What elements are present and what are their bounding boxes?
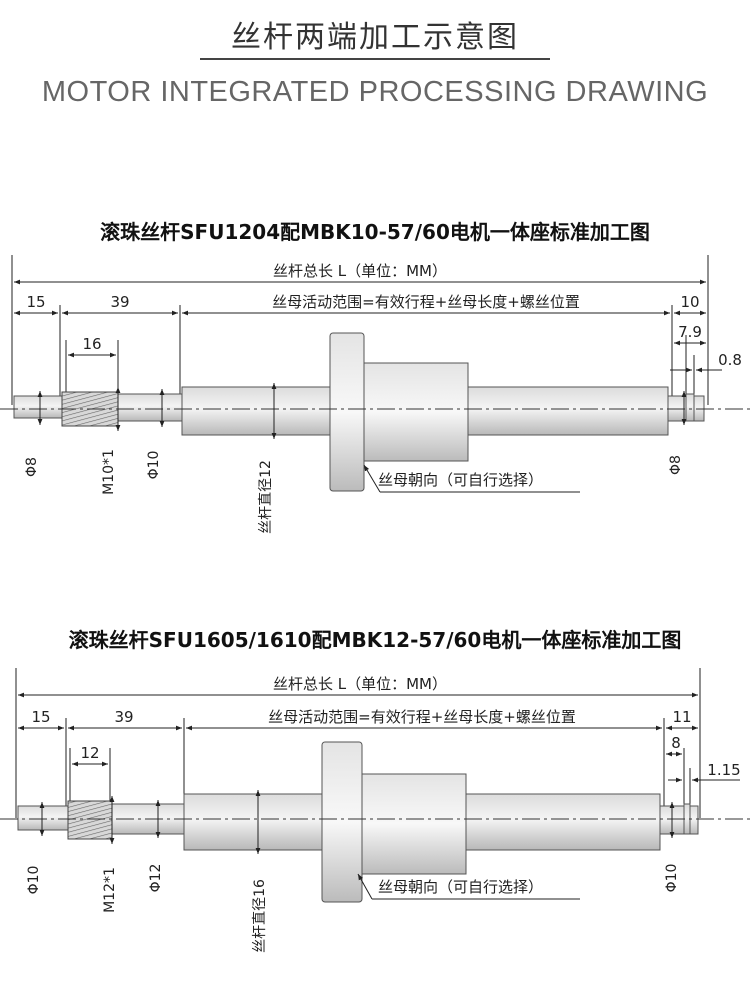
nut-direction-label: 丝母朝向（可自行选择） bbox=[378, 471, 543, 489]
dia-right: Φ8 bbox=[668, 455, 684, 475]
dia-left: Φ10 bbox=[26, 866, 42, 895]
dim-right-a: 10 bbox=[680, 293, 699, 311]
dim-15: 15 bbox=[31, 708, 50, 726]
dim-39: 39 bbox=[114, 708, 133, 726]
diagram-1-drawing: 丝杆总长 L（单位：MM） 15 39 丝母活动范围=有效行程+丝母长度+螺丝位… bbox=[0, 255, 750, 534]
dim-right-a: 11 bbox=[672, 708, 691, 726]
dim-right-b: 7.9 bbox=[678, 323, 702, 341]
thread-spec: M12*1 bbox=[102, 867, 118, 913]
dia-right: Φ10 bbox=[664, 864, 680, 893]
dia-mid: Φ10 bbox=[146, 451, 162, 480]
nut-direction-label: 丝母朝向（可自行选择） bbox=[378, 878, 543, 896]
total-length-label: 丝杆总长 L（单位：MM） bbox=[273, 262, 447, 280]
diagram-2-title: 滚珠丝杆SFU1605/1610配MBK12-57/60电机一体座标准加工图 bbox=[68, 628, 682, 652]
dim-right-c: 1.15 bbox=[707, 761, 740, 779]
dim-15: 15 bbox=[26, 293, 45, 311]
page-subtitle: MOTOR INTEGRATED PROCESSING DRAWING bbox=[41, 76, 709, 108]
screw-diameter: 丝杆直径16 bbox=[251, 879, 268, 953]
dim-right-c: 0.8 bbox=[718, 351, 742, 369]
screw-diameter: 丝杆直径12 bbox=[257, 460, 274, 534]
dim-thread-length: 12 bbox=[80, 744, 99, 762]
diagram-1-title: 滚珠丝杆SFU1204配MBK10-57/60电机一体座标准加工图 bbox=[100, 220, 650, 244]
dim-39: 39 bbox=[110, 293, 129, 311]
total-length-label: 丝杆总长 L（单位：MM） bbox=[273, 675, 447, 693]
title-divider bbox=[200, 58, 550, 60]
dim-right-b: 8 bbox=[671, 734, 681, 752]
dia-mid: Φ12 bbox=[148, 864, 164, 893]
thread-spec: M10*1 bbox=[101, 449, 117, 495]
page-title: 丝杆两端加工示意图 bbox=[231, 20, 519, 55]
dim-thread-length: 16 bbox=[82, 335, 101, 353]
dia-left: Φ8 bbox=[24, 457, 40, 477]
travel-range-label: 丝母活动范围=有效行程+丝母长度+螺丝位置 bbox=[272, 293, 580, 311]
travel-range-label: 丝母活动范围=有效行程+丝母长度+螺丝位置 bbox=[268, 708, 576, 726]
diagram-2-drawing: 丝杆总长 L（单位：MM） 15 39 丝母活动范围=有效行程+丝母长度+螺丝位… bbox=[0, 668, 750, 953]
